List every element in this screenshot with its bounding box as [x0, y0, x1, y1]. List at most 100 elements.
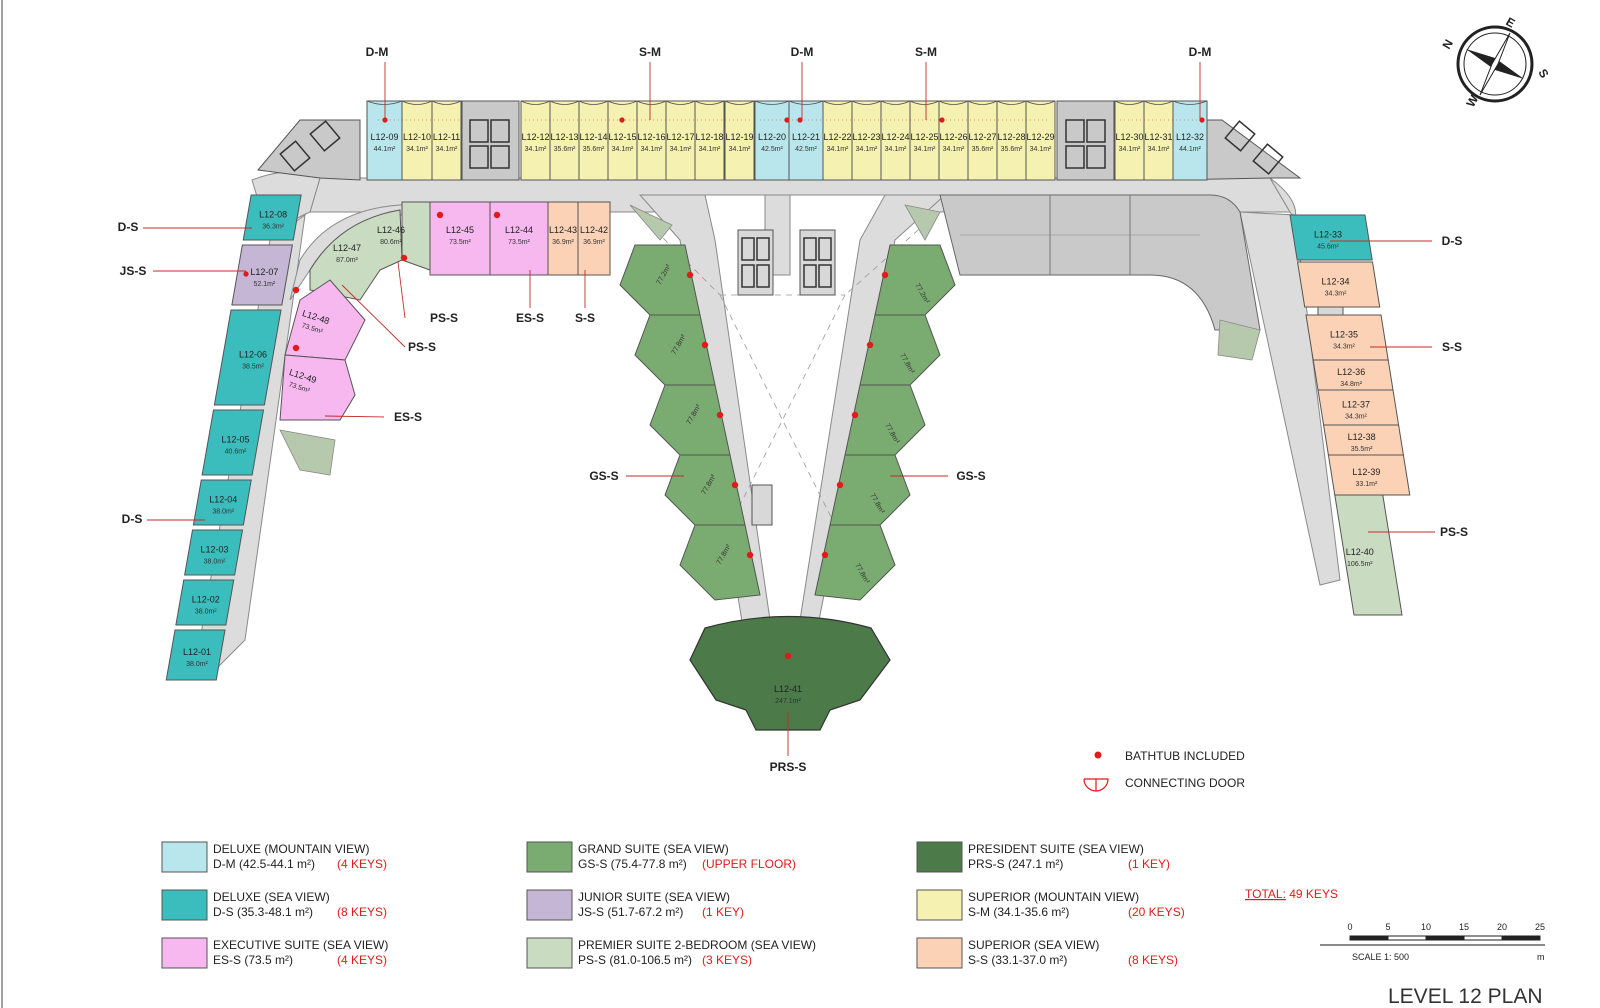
- room-id: L12-11: [433, 132, 460, 142]
- callout-d-m-1: D-M: [366, 45, 389, 59]
- room-id: L12-31: [1144, 132, 1172, 142]
- room-id: L12-44: [505, 225, 533, 235]
- room-id: L12-40: [1346, 547, 1374, 557]
- grand-suite-right: 77.8m²: [859, 314, 941, 391]
- room-area: 38.0m²: [195, 609, 217, 616]
- legend-keys: (20 KEYS): [1128, 905, 1185, 919]
- legend-swatch: [161, 889, 208, 921]
- room-area: 34.3m²: [1333, 344, 1355, 351]
- legend-spec: ES-S (73.5 m²): [213, 953, 293, 967]
- legend-spec: S-M (34.1-35.6 m²): [968, 905, 1069, 919]
- leader-line: [397, 261, 406, 319]
- callout-ps-s-2: PS-S: [408, 340, 436, 354]
- room-area: 44.1m²: [1179, 146, 1201, 153]
- rooms-layer: L12-0944.1m²L12-1034.1m²L12-1134.1m²L12-…: [165, 100, 1411, 681]
- room-area: 34.1m²: [914, 146, 936, 153]
- bathtub-dot: [243, 271, 249, 277]
- room-area: 34.1m²: [827, 146, 849, 153]
- president-id: L12-41: [774, 684, 802, 694]
- room-id: L12-36: [1337, 367, 1365, 377]
- room-id: L12-01: [183, 647, 211, 657]
- scale-segment: [1349, 935, 1389, 941]
- bathtub-dot: [701, 341, 709, 349]
- legend-keys: (3 KEYS): [702, 953, 752, 967]
- room-id: L12-42: [580, 225, 608, 235]
- room-area: 35.6m²: [583, 146, 605, 153]
- scale-tick: 0: [1347, 922, 1352, 932]
- bathtub-dot: [746, 551, 754, 559]
- callout-ps-s-1: PS-S: [430, 311, 458, 325]
- legend-item-gss: GRAND SUITE (SEA VIEW)GS-S (75.4-77.8 m²…: [526, 841, 796, 873]
- suite-legend: DELUXE (MOUNTAIN VIEW)D-M (42.5-44.1 m²)…: [161, 841, 1185, 969]
- legend-spec: GS-S (75.4-77.8 m²): [578, 857, 687, 871]
- callout-js-s: JS-S: [120, 264, 147, 278]
- total-value: 49 KEYS: [1289, 887, 1338, 901]
- room-id: L12-32: [1176, 132, 1204, 142]
- room-area: 106.5m²: [1347, 561, 1373, 568]
- leader-line: [324, 415, 385, 418]
- legend-keys: (UPPER FLOOR): [702, 857, 796, 871]
- room-area: 38.0m²: [186, 661, 208, 668]
- room-l12-01: L12-01 38.0m²: [165, 629, 226, 681]
- room-id: L12-04: [209, 495, 237, 505]
- bathtub-dot: [292, 286, 300, 294]
- room-id: L12-13: [550, 132, 578, 142]
- legend-title: PREMIER SUITE 2-BEDROOM (SEA VIEW): [578, 938, 816, 952]
- planters: [279, 204, 1261, 476]
- legend-spec: D-M (42.5-44.1 m²): [213, 857, 315, 871]
- room-id: L12-35: [1330, 330, 1358, 340]
- room-id: L12-08: [259, 210, 287, 220]
- scale-segment: [1501, 935, 1541, 941]
- legend-title: GRAND SUITE (SEA VIEW): [578, 842, 729, 856]
- compass: N E S W: [1439, 14, 1551, 109]
- scale-segment: [1425, 935, 1465, 941]
- leader-lines-layer: [143, 62, 1435, 756]
- room-id: L12-19: [725, 132, 753, 142]
- scale-unit: m: [1537, 952, 1545, 962]
- room-area: 35.5m²: [1351, 446, 1373, 453]
- callout-es-s-1: ES-S: [516, 311, 544, 325]
- bathtub-dot: [436, 211, 444, 219]
- room-area: 42.5m²: [795, 146, 817, 153]
- legend-spec: PS-S (81.0-106.5 m²): [578, 953, 692, 967]
- room-area: 34.1m²: [729, 146, 751, 153]
- room-id: L12-02: [192, 595, 220, 605]
- legend-title: EXECUTIVE SUITE (SEA VIEW): [213, 938, 388, 952]
- bathtub-markers-layer: [243, 117, 1205, 660]
- callout-s-m-1: S-M: [639, 45, 661, 59]
- room-area: 33.1m²: [1356, 481, 1378, 488]
- room-id: L12-30: [1115, 132, 1143, 142]
- room-area: 38.5m²: [242, 364, 264, 371]
- callout-d-s-3: D-S: [1442, 234, 1463, 248]
- room-id: L12-05: [221, 435, 249, 445]
- legend-title: SUPERIOR (SEA VIEW): [968, 938, 1099, 952]
- room-id: L12-12: [521, 132, 549, 142]
- compass-s: S: [1535, 67, 1551, 81]
- service-block-right: [939, 194, 1261, 331]
- bathtub-dot: [731, 481, 739, 489]
- room-id: L12-18: [695, 132, 723, 142]
- legend-item-ss: SUPERIOR (SEA VIEW)S-S (33.1-37.0 m²)(8 …: [916, 937, 1178, 969]
- room-area: 38.0m²: [204, 559, 226, 566]
